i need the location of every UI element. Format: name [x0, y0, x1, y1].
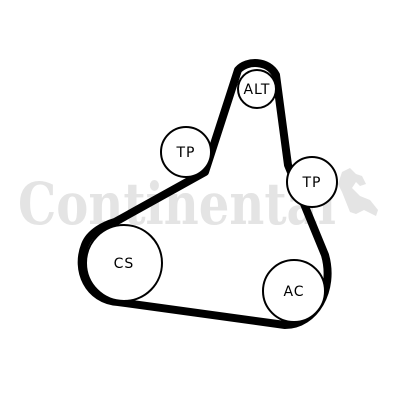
pulley-alt-label: ALT: [243, 82, 270, 98]
pulley-ac-circle: [262, 259, 326, 323]
pulley-alt-circle: [237, 69, 277, 109]
watermark-logo: Continental: [18, 168, 378, 238]
pulley-tp-right: TP: [286, 156, 338, 208]
pulley-ac: AC: [262, 259, 326, 323]
pulley-cs-circle: [85, 224, 163, 302]
pulley-tp-right-circle: [286, 156, 338, 208]
pulley-cs-label: CS: [114, 256, 135, 272]
pulley-ac-label: AC: [283, 284, 304, 300]
rearing-horse-icon: [338, 168, 378, 216]
watermark-text: Continental: [18, 170, 336, 238]
pulley-tp-right-label: TP: [302, 175, 322, 191]
pulley-cs: CS: [85, 224, 163, 302]
pulley-tp-upper: TP: [160, 126, 212, 178]
pulley-tp-upper-label: TP: [176, 145, 196, 161]
drive-belt: [77, 59, 332, 329]
pulley-tp-upper-circle: [160, 126, 212, 178]
pulley-alt: ALT: [237, 69, 277, 109]
